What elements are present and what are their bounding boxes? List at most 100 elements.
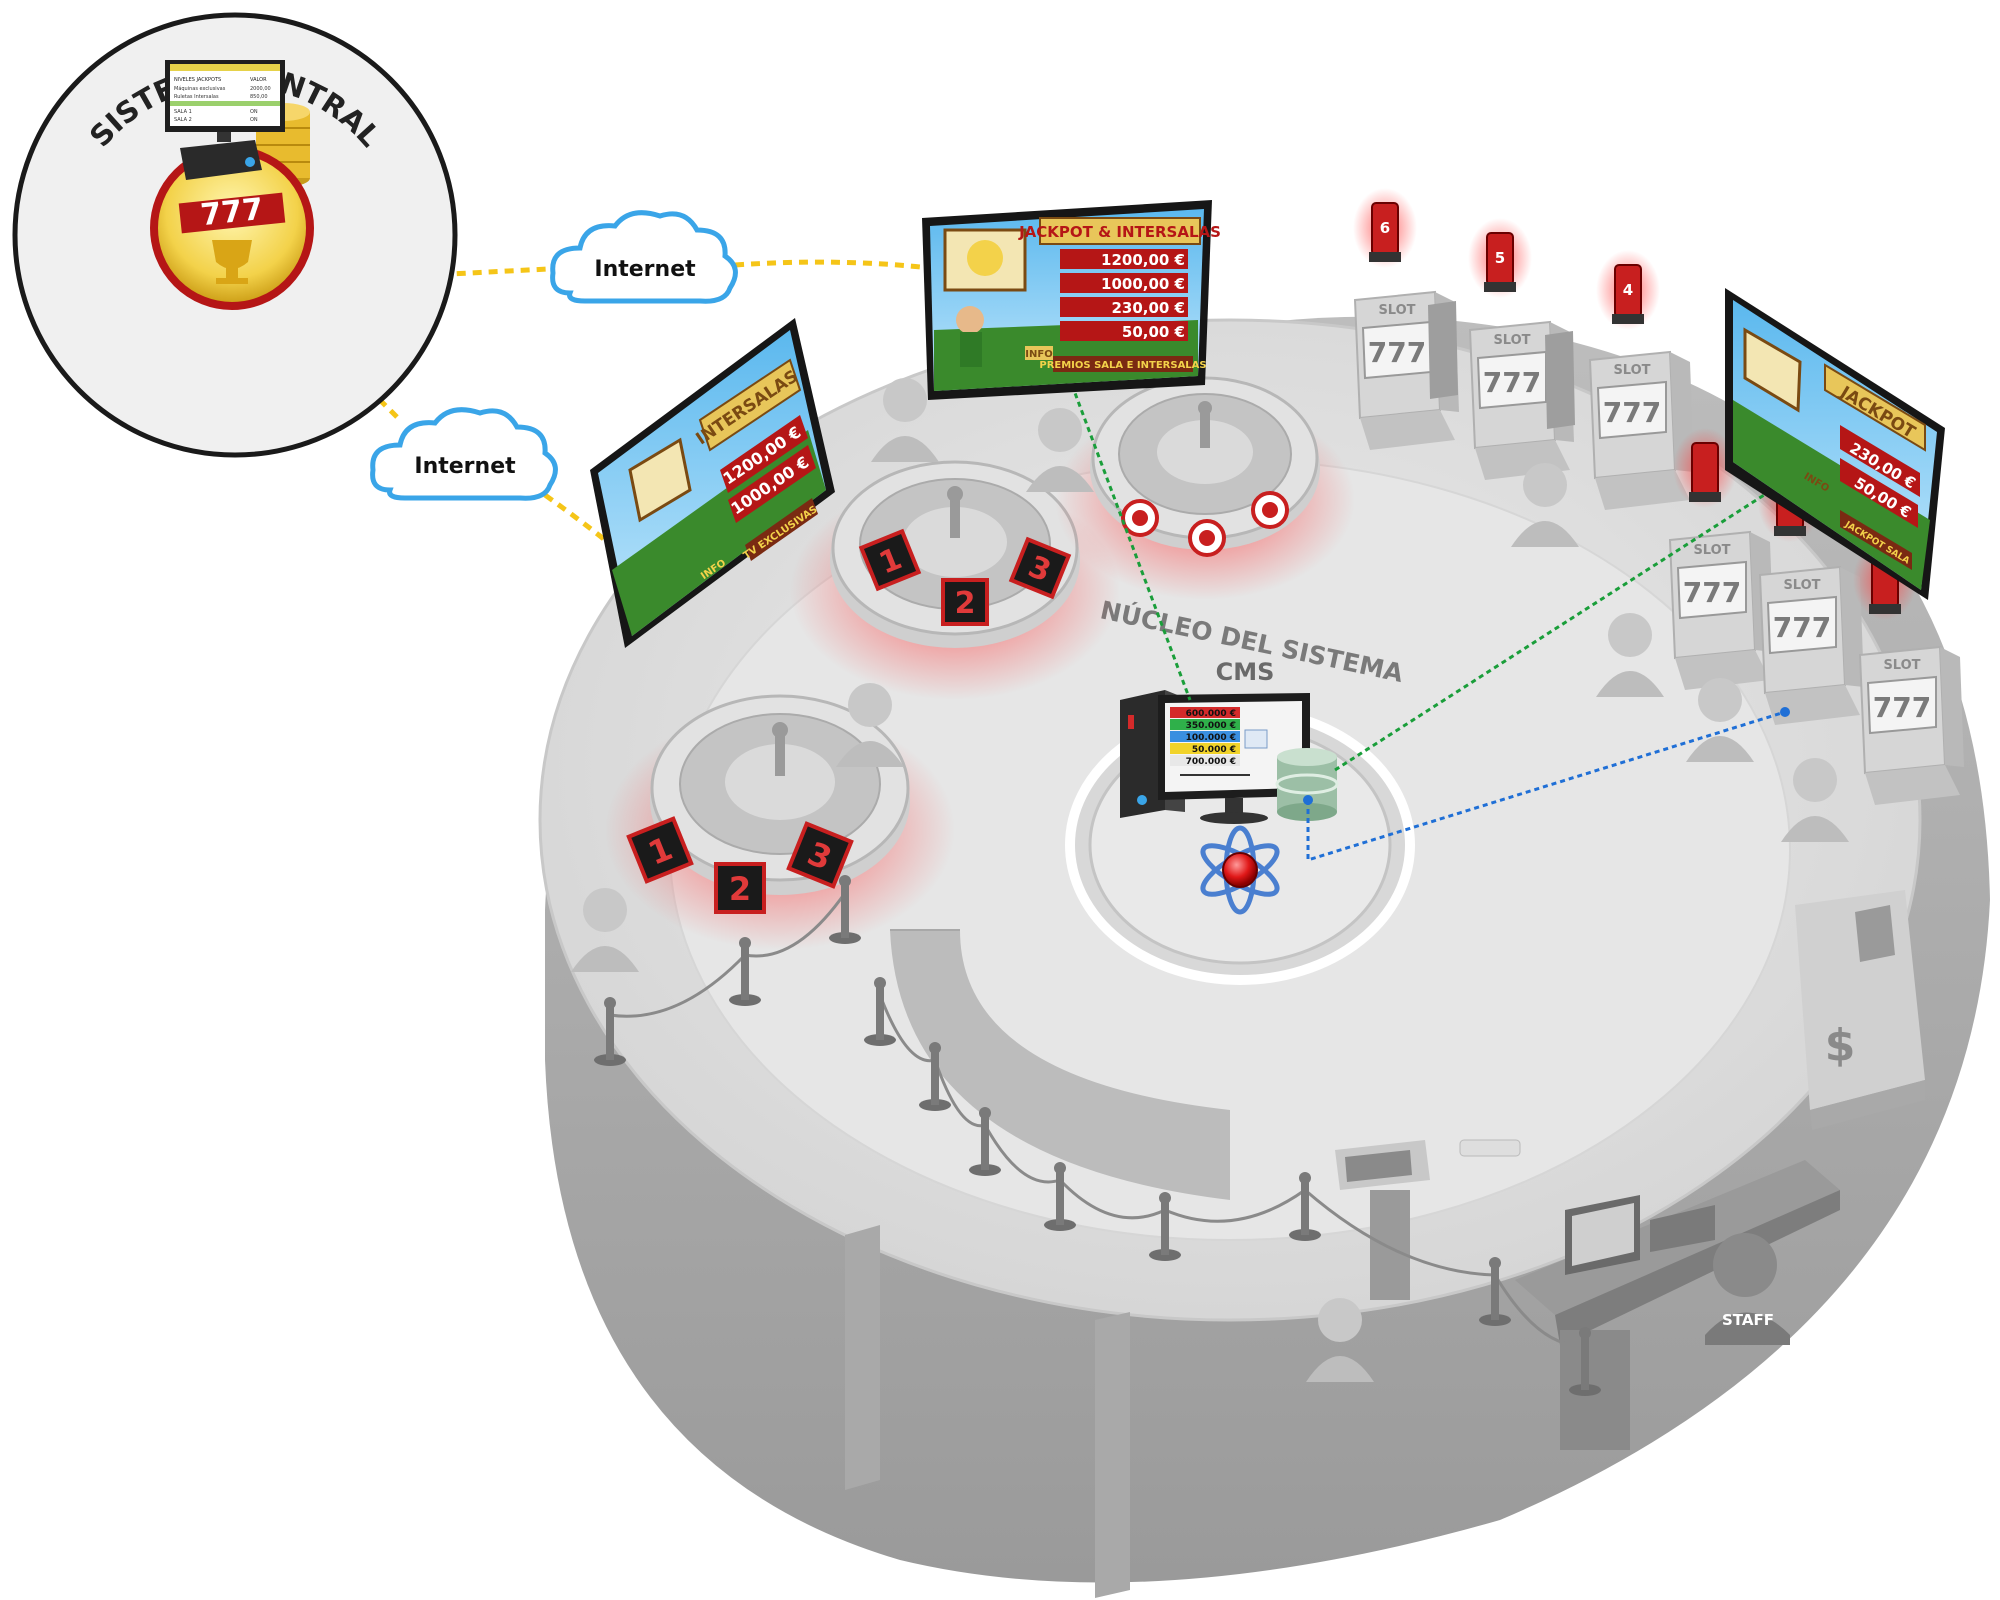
roulette-markers: 1 2 3 1 2 3 — [626, 491, 1289, 914]
stanchion-posts — [594, 875, 1601, 1396]
cms-value: 50.000 € — [1192, 745, 1236, 755]
slot-label: SLOT — [1613, 363, 1650, 378]
slot-reels: 777 — [1773, 611, 1831, 644]
slot-label: SLOT — [1378, 303, 1415, 318]
stanchion-rope — [1058, 1178, 1166, 1220]
slot-label: SLOT — [1693, 543, 1730, 558]
ticket-machine — [1335, 1139, 1521, 1300]
pillars — [845, 1225, 1130, 1598]
stanchion-rope — [878, 994, 936, 1063]
stanchion-rope — [609, 953, 747, 1018]
main-value-3: 230,00 € — [1111, 299, 1185, 317]
internet-label-2: Internet — [414, 454, 516, 479]
internet-link-2 — [734, 259, 931, 271]
cms-value-bar — [1170, 743, 1240, 754]
stanchion-rope — [983, 1124, 1061, 1184]
cms-link-main-screen — [1070, 384, 1192, 701]
svg-text:SALA 1: SALA 1 — [174, 109, 192, 115]
cms-core-orb-icon — [1200, 825, 1280, 915]
stanchion-rope — [1493, 1274, 1586, 1347]
svg-text:2: 2 — [729, 870, 751, 908]
cms-value-bar — [1170, 731, 1240, 742]
roulette-marker: 3 — [786, 821, 854, 889]
slot-reels: 777 — [1368, 336, 1426, 369]
central-system: SISTEMA CENTRAL 777 NIV — [12, 12, 458, 458]
staff-label: STAFF — [1722, 1311, 1774, 1329]
people — [571, 378, 1849, 1382]
roulette-chip-marker — [1251, 491, 1289, 529]
stanchion-post — [1044, 1162, 1076, 1231]
svg-text:777: 777 — [199, 192, 265, 233]
svg-text:2000,00: 2000,00 — [250, 86, 271, 92]
roulette-marker: 1 — [858, 528, 922, 592]
slot-reels: 777 — [1873, 691, 1931, 724]
central-pc-box — [180, 140, 262, 180]
cms-value: 700.000 € — [1186, 757, 1236, 767]
slot-reels: 777 — [1483, 366, 1541, 399]
svg-text:Ruletas Intersalas: Ruletas Intersalas — [174, 94, 219, 100]
beacon-number: 6 — [1380, 219, 1390, 237]
cms-link-slots — [1306, 710, 1786, 863]
slot-label: SLOT — [1493, 333, 1530, 348]
slot-divider — [1545, 331, 1575, 429]
slot-label: SLOT — [1883, 658, 1920, 673]
slot-reels: 777 — [1603, 396, 1661, 429]
main-value-4: 50,00 € — [1122, 323, 1185, 341]
internet-label-1: Internet — [594, 257, 696, 282]
beacon-number: 5 — [1495, 249, 1505, 267]
main-screen-title: JACKPOT & INTERSALAS — [1018, 223, 1221, 241]
core-subtitle: CMS — [1216, 658, 1275, 686]
svg-text:ON: ON — [250, 117, 258, 123]
person-icon — [571, 888, 639, 972]
stanchion-rope — [744, 892, 847, 958]
stanchion-post — [1149, 1192, 1181, 1261]
central-monitor: NIVELES JACKPOTS VALOR Máquinas exclusiv… — [165, 60, 285, 142]
cms-value-bar — [1170, 755, 1240, 766]
person-icon — [836, 683, 904, 767]
cms-value-bar — [1170, 719, 1240, 730]
beacon-light: 5 — [1468, 218, 1532, 298]
svg-text:Máquinas exclusivas: Máquinas exclusivas — [174, 85, 226, 92]
roulette-marker: 2 — [714, 862, 766, 914]
screen-jackpot-intersalas: JACKPOT & INTERSALAS 1200,00 € 1000,00 €… — [922, 200, 1221, 400]
person-icon — [871, 378, 939, 462]
person-icon — [1686, 678, 1754, 762]
roulette-marker: 2 — [941, 578, 989, 626]
slot-machine: SLOT 777 — [1858, 645, 1964, 805]
screen-jackpot-sala: JACKPOT 230,00 € 50,00 € INFO JACKPOT SA… — [1725, 288, 1945, 600]
cms-value: 600.000 € — [1186, 709, 1236, 719]
slot-reels: 777 — [1683, 576, 1741, 609]
stanchion-post — [729, 937, 761, 1006]
person-icon — [1026, 408, 1094, 492]
stanchion-post — [864, 977, 896, 1046]
internet-cloud-1: Internet — [550, 210, 738, 304]
mini-header-1: NIVELES JACKPOTS — [174, 77, 221, 83]
main-value-1: 1200,00 € — [1101, 251, 1185, 269]
stanchion-post — [829, 875, 861, 944]
beacon-light: 6 — [1353, 188, 1417, 268]
slot-machine: SLOT 777 — [1758, 565, 1864, 725]
stanchion-post — [969, 1107, 1001, 1176]
slot-label: SLOT — [1783, 578, 1820, 593]
person-icon — [1781, 758, 1849, 842]
stanchion-rope — [933, 1059, 986, 1128]
screen-intersalas: INTERSALAS 1200,00 € 1000,00 € TV EXCLUS… — [590, 318, 835, 648]
roulette-chip-marker — [1188, 519, 1226, 557]
person-icon — [1511, 463, 1579, 547]
slot-machine: SLOT 777 — [1588, 350, 1694, 510]
main-footer: PREMIOS SALA E INTERSALAS — [1039, 360, 1206, 371]
internet-link-4 — [543, 492, 607, 542]
stanchion-post — [1479, 1257, 1511, 1326]
cms-link-right-screen — [1334, 486, 1776, 772]
svg-text:2: 2 — [955, 586, 976, 621]
stanchion-rope — [1164, 1188, 1306, 1223]
cms-app-icon — [1244, 729, 1268, 749]
stanchion-post — [919, 1042, 951, 1111]
slot-machine: SLOT 777 — [1668, 530, 1774, 690]
stanchion-post — [1289, 1172, 1321, 1241]
beacon-light — [1673, 428, 1737, 508]
person-icon — [1596, 613, 1664, 697]
cms-value-bar — [1170, 707, 1240, 718]
